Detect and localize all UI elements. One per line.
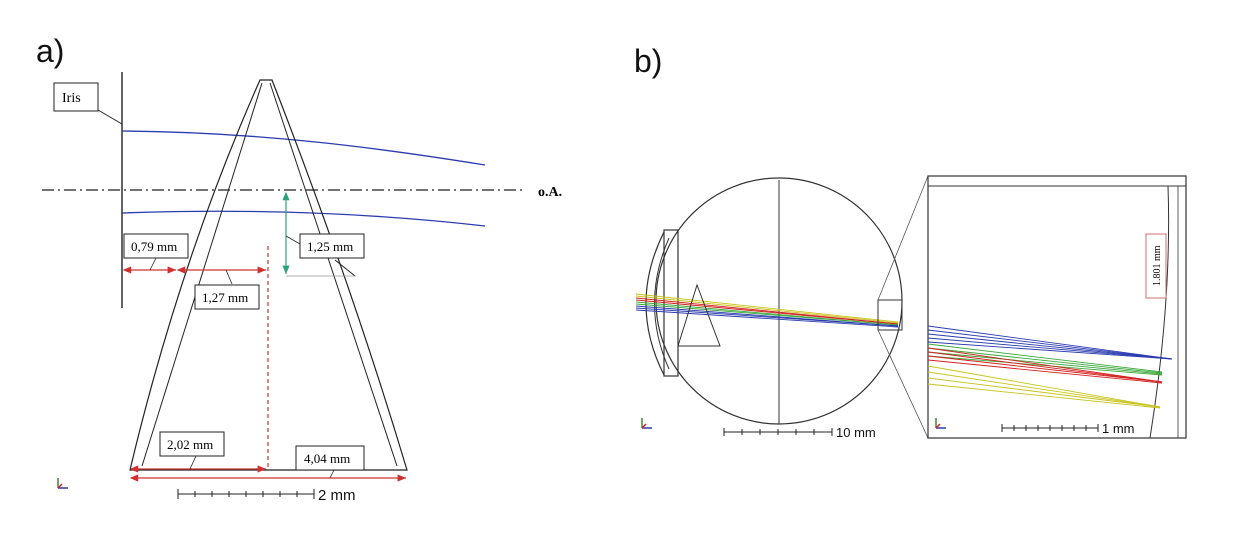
dim-0-79-callout: 0,79 mm (123, 233, 189, 259)
zoom-panel (927, 175, 1187, 439)
cornea (645, 231, 665, 376)
axis-glyph-main-icon (641, 418, 652, 429)
dim-1-27-label: 1,27 mm (202, 290, 248, 305)
scale-label-zoom: 1 mm (1102, 421, 1135, 436)
iris-callout: Iris (53, 82, 123, 125)
retina-surface (1149, 185, 1170, 439)
cone-outer (129, 79, 408, 471)
iris-label: Iris (62, 91, 81, 106)
axis-glyph-zoom-icon (935, 418, 946, 429)
dim-1-25-callout: 1,25 mm (299, 233, 365, 259)
dim-4-04-label: 4,04 mm (304, 451, 350, 466)
scale-label-main: 10 mm (836, 425, 876, 440)
axis-label: o.A. (538, 185, 562, 200)
dim-4-04-callout: 4,04 mm (295, 445, 365, 471)
panel-a: a) Iris o.A. 0,79 mm (36, 33, 562, 504)
scale-label-a: 2 mm (318, 487, 356, 504)
dim-1-25-label: 1,25 mm (307, 239, 353, 254)
scale-bar-zoom (1001, 424, 1099, 432)
panel-a-label: a) (36, 33, 64, 69)
cone-detail (334, 259, 356, 277)
scale-bar-main (723, 428, 833, 436)
ray-upper (121, 130, 486, 166)
axis-glyph-icon (57, 478, 68, 489)
ray-bundle-main (635, 293, 899, 328)
panel-b: b) (634, 43, 1187, 440)
zoom-dimension-callout: 1.801 mm (1145, 233, 1167, 299)
cone-element (677, 283, 721, 347)
cone-inner-left (141, 82, 263, 467)
ray-bundle-zoom (927, 325, 1173, 409)
zoom-dimension-label: 1.801 mm (1152, 245, 1163, 286)
panel-b-label: b) (634, 43, 662, 79)
dim-2-02-callout: 2,02 mm (159, 431, 225, 457)
dim-2-02-label: 2,02 mm (167, 437, 213, 452)
ray-lower (121, 210, 486, 227)
scale-bar-a (177, 489, 315, 499)
dim-1-27-callout: 1,27 mm (194, 284, 260, 310)
zoom-source (877, 299, 903, 331)
dim-0-79-label: 0,79 mm (131, 239, 177, 254)
cone-inner-right (269, 82, 398, 467)
